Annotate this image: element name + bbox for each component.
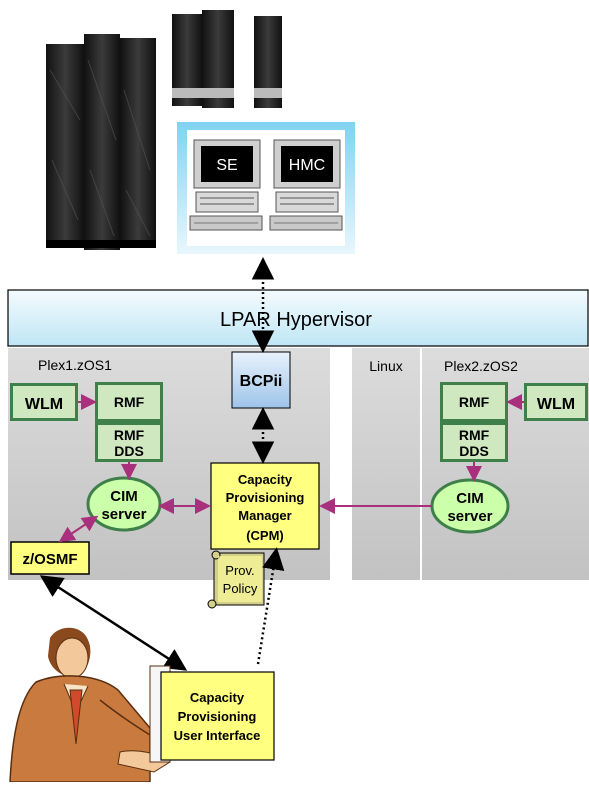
computer-terminal-icon (189, 139, 263, 231)
cpm-label-3: Manager (238, 508, 291, 523)
hypervisor-bar (7, 289, 589, 347)
cim-left-label-1: CIM (110, 488, 138, 505)
cim-right-label-2: server (447, 508, 492, 525)
ui-label-1: Capacity (190, 690, 245, 705)
bcpii-label: BCPii (240, 373, 283, 390)
rmf-dds-right-label-1: RMF (459, 427, 490, 443)
cim-left-label-2: server (101, 506, 146, 523)
zosmf-box (10, 541, 90, 575)
cpm-label-4: (CPM) (246, 528, 284, 543)
arrow-cim-zosmf (58, 515, 99, 543)
rmf-right-label: RMF (459, 394, 490, 410)
rmf-dds-left-label-2: DDS (114, 443, 144, 459)
wlm-left-label: WLM (25, 396, 63, 413)
wlm-left-box (10, 383, 78, 421)
rmf-dds-right-label-2: DDS (459, 443, 489, 459)
wlm-right-label: WLM (537, 396, 575, 413)
rmf-right-box (440, 382, 508, 422)
computer-terminal-icon (269, 139, 343, 231)
arrow-zosmf-ui (39, 575, 188, 671)
arrow-ui-to-cpm (256, 547, 285, 665)
policy-label-1: Prov. (225, 563, 254, 578)
ui-label-3: User Interface (174, 728, 261, 743)
lpar-right-name: Plex2.zOS2 (444, 358, 518, 374)
policy-scroll-icon (207, 550, 265, 609)
lpar-left-name: Plex1.zOS1 (38, 357, 112, 373)
lpar-linux (352, 348, 420, 580)
mainframe-rack-icon (172, 10, 282, 108)
cpm-box (210, 462, 320, 550)
zosmf-label: z/OSMF (23, 551, 78, 568)
hmc-label: HMC (289, 157, 325, 174)
rmf-dds-left-label-1: RMF (114, 427, 145, 443)
lpar-linux-name: Linux (369, 358, 402, 374)
ui-label-2: Provisioning (178, 709, 257, 724)
rmf-left-box (95, 382, 163, 422)
se-label: SE (216, 157, 237, 174)
user-at-desk-icon (9, 627, 171, 783)
rmf-dds-right-box (440, 422, 508, 462)
policy-label-2: Policy (223, 581, 258, 596)
cpm-label-1: Capacity (238, 472, 293, 487)
mainframe-server-icon (46, 34, 156, 250)
rmf-left-label: RMF (114, 394, 145, 410)
ui-box (160, 671, 275, 761)
rmf-dds-left-box (95, 422, 163, 462)
cpm-label-2: Provisioning (226, 490, 305, 505)
hypervisor-label: LPAR Hypervisor (220, 309, 372, 331)
bcpii-box (231, 351, 291, 409)
cim-right-label-1: CIM (456, 490, 484, 507)
wlm-right-box (524, 383, 588, 421)
